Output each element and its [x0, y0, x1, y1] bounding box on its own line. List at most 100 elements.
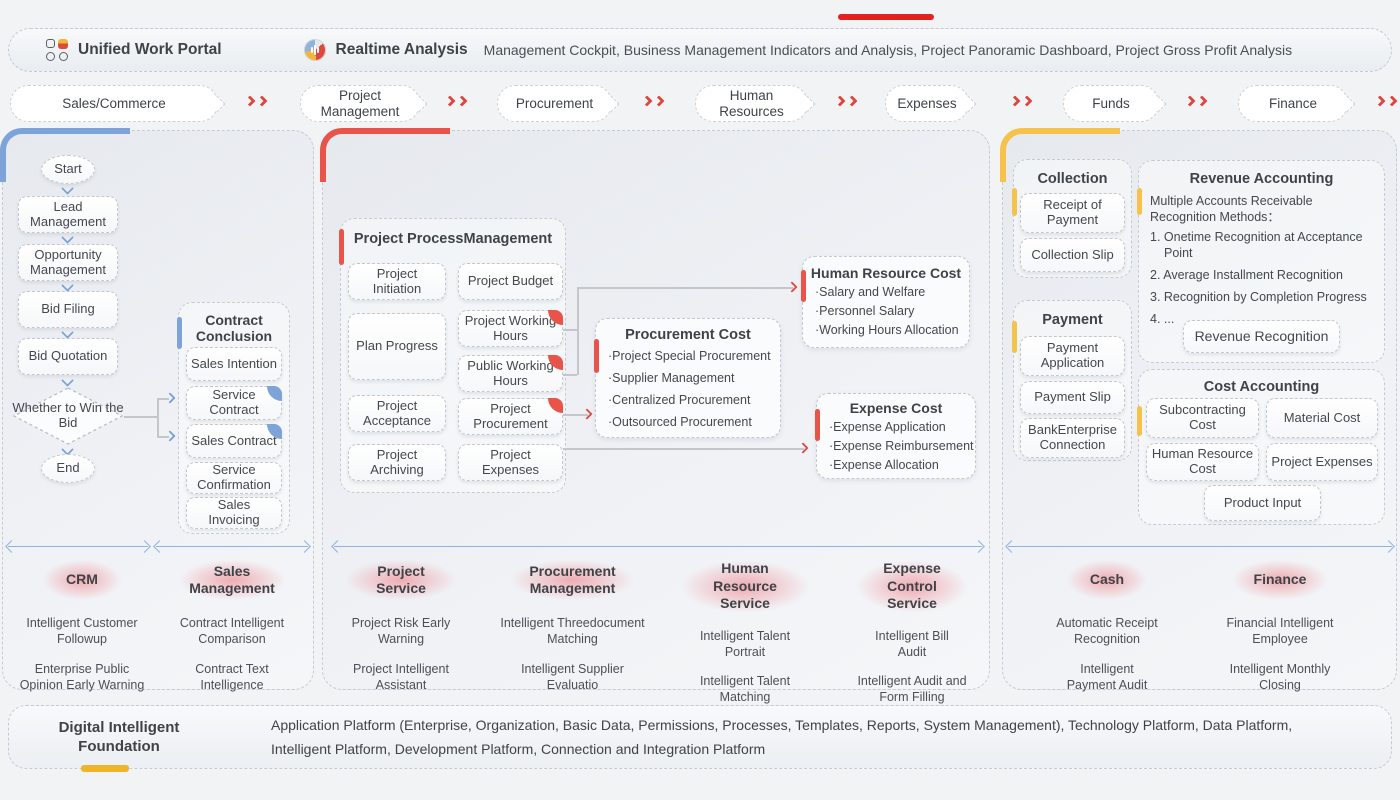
- category-expense-control-service: Expense Control Service Intelligent Bill…: [838, 558, 986, 706]
- category-item: Intelligent Payment Audit: [1066, 661, 1148, 692]
- payment-slip-box: Payment Slip: [1020, 381, 1125, 414]
- revenue-accounting-title: Revenue Accounting: [1189, 171, 1334, 187]
- material-cost-box: Material Cost: [1266, 398, 1378, 438]
- process-project-expenses: Project Expenses: [458, 444, 563, 481]
- blue-accent-bar: [177, 317, 182, 349]
- stage-funds: Funds: [1063, 85, 1159, 122]
- foundation-line2: Intelligent Platform, Development Platfo…: [271, 741, 766, 757]
- diamond-shape: [12, 387, 124, 445]
- category-label: Expense Control Service: [847, 558, 977, 615]
- cost-accounting-title: Cost Accounting: [1203, 379, 1320, 395]
- cost-item: ·Supplier Management: [608, 371, 735, 385]
- flow-opportunity-management: Opportunity Management: [18, 244, 118, 281]
- stage-finance: Finance: [1238, 85, 1348, 122]
- connector-line: [157, 398, 169, 400]
- stage-chevron-icon: [1374, 95, 1398, 107]
- portal-title: Unified Work Portal: [78, 41, 222, 58]
- process-project-budget: Project Budget: [458, 263, 563, 300]
- connector-line: [157, 436, 169, 438]
- sales-panel-accent: [0, 128, 130, 182]
- category-item: Financial Intelligent Employee: [1226, 616, 1334, 647]
- category-item: Intelligent Threedocument Matching: [500, 616, 645, 647]
- process-project-initiation: Project Initiation: [348, 263, 446, 300]
- unified-work-portal-icon: [46, 39, 68, 61]
- subcontracting-cost-box: Subcontracting Cost: [1146, 398, 1259, 438]
- category-sales-management: Sales Management Contract Intelligent Co…: [158, 558, 306, 693]
- category-label: Human Resource Service: [670, 558, 820, 615]
- yellow-accent-bar: [1137, 188, 1142, 215]
- cost-item: ·Personnel Salary: [815, 304, 915, 318]
- revenue-method: 4. ...: [1150, 312, 1175, 326]
- red-accent-bar: [801, 270, 806, 302]
- revenue-recognition-box: Revenue Recognition: [1183, 320, 1340, 353]
- yellow-accent-bar: [1137, 406, 1142, 436]
- cost-item: ·Project Special Procurement: [608, 349, 771, 363]
- cost-item: ·Centralized Procurement: [608, 393, 751, 407]
- project-panel-accent: [320, 128, 450, 182]
- category-item: Intelligent Customer Followup: [26, 616, 138, 647]
- stage-chevron-icon: [244, 95, 268, 107]
- connector-line: [124, 416, 157, 418]
- category-item: Contract Text Intelligence: [195, 661, 269, 692]
- contract-sales-invoicing: Sales Invoicing: [186, 497, 282, 529]
- category-item: Contract Intelligent Comparison: [179, 616, 285, 647]
- category-project-service: Project Service Project Risk Early Warni…: [336, 558, 466, 693]
- revenue-method: 2. Average Installment Recognition: [1150, 268, 1343, 282]
- span-arrow: [8, 546, 148, 547]
- process-plan-progress: Plan Progress: [348, 313, 446, 380]
- header-bar: Unified Work Portal Realtime Analysis Ma…: [8, 28, 1392, 72]
- category-label: Cash: [1059, 558, 1155, 602]
- category-human-resource-service: Human Resource Service Intelligent Talen…: [666, 558, 824, 706]
- category-item: Enterprise Public Opinion Early Warning: [19, 661, 145, 692]
- stage-sales-commerce: Sales/Commerce: [10, 85, 218, 122]
- human-resource-cost-small-box: Human Resource Cost: [1146, 443, 1259, 481]
- category-item: Intelligent Talent Portrait: [699, 628, 791, 659]
- contract-service-contract: Service Contract: [186, 386, 282, 420]
- hr-cost-title: Human Resource Cost: [810, 265, 962, 281]
- foundation-line1: Application Platform (Enterprise, Organi…: [271, 717, 1293, 733]
- connector-line: [563, 448, 804, 450]
- payment-application-box: Payment Application: [1020, 336, 1125, 376]
- process-project-procurement: Project Procurement: [458, 398, 563, 435]
- stage-chevron-icon: [834, 95, 858, 107]
- cost-item: ·Expense Reimbursement: [829, 439, 974, 453]
- stage-human-resources: Human Resources: [695, 85, 808, 122]
- analysis-items: Management Cockpit, Business Management …: [483, 42, 1293, 58]
- flow-lead-management: Lead Management: [18, 196, 118, 233]
- stage-chevron-icon: [444, 95, 468, 107]
- connector-line: [563, 374, 577, 376]
- cost-item: ·Expense Allocation: [829, 458, 939, 472]
- collection-title: Collection: [1037, 171, 1108, 187]
- bank-enterprise-connection-box: BankEnterprise Connection: [1020, 418, 1125, 458]
- procurement-cost-box: Procurement Cost ·Project Special Procur…: [594, 318, 781, 438]
- contract-sales-contract: Sales Contract: [186, 424, 282, 458]
- receipt-of-payment-box: Receipt of Payment: [1020, 193, 1125, 233]
- span-arrow: [1008, 546, 1392, 547]
- category-item: Project Intelligent Assistant: [353, 661, 449, 692]
- contract-conclusion-title: Contract Conclusion: [195, 312, 273, 344]
- category-label: CRM: [36, 558, 128, 602]
- stage-chevron-icon: [1184, 95, 1208, 107]
- red-accent-bar: [594, 339, 599, 373]
- revenue-accounting-group: Revenue Accounting Multiple Accounts Rec…: [1137, 160, 1385, 363]
- category-cash: Cash Automatic Receipt Recognition Intel…: [1032, 558, 1182, 693]
- expense-cost-title: Expense Cost: [849, 400, 943, 416]
- cost-item: ·Working Hours Allocation: [815, 323, 959, 337]
- process-project-working-hours: Project Working Hours: [458, 310, 563, 347]
- cost-item: ·Expense Application: [829, 420, 946, 434]
- category-finance: Finance Financial Intelligent Employee I…: [1205, 558, 1355, 693]
- yellow-underline: [81, 765, 129, 772]
- project-expenses-small-box: Project Expenses: [1266, 443, 1378, 481]
- foundation-title: Digital Intelligent Foundation: [58, 718, 180, 756]
- process-project-acceptance: Project Acceptance: [348, 395, 446, 432]
- product-input-box: Product Input: [1204, 485, 1321, 521]
- category-item: Automatic Receipt Recognition: [1056, 616, 1158, 647]
- revenue-method: 1. Onetime Recognition at Acceptance Poi…: [1150, 230, 1363, 260]
- category-procurement-management: Procurement Management Intelligent Three…: [495, 558, 650, 693]
- flow-end: End: [41, 454, 95, 483]
- category-item: Intelligent Bill Audit: [875, 628, 949, 659]
- category-label: Finance: [1223, 558, 1337, 602]
- red-accent-bar: [815, 409, 820, 441]
- revenue-method: 3. Recognition by Completion Progress: [1150, 290, 1367, 304]
